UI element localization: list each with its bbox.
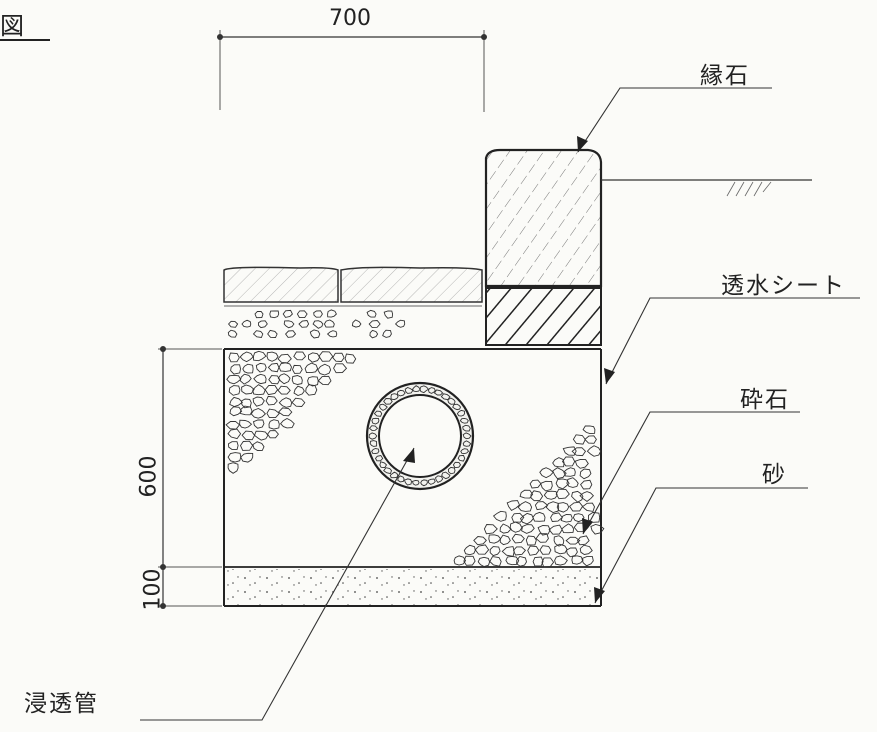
- label-curb: 縁石: [700, 63, 750, 89]
- ground-line: [601, 179, 812, 197]
- dimension-width: 700: [329, 6, 371, 31]
- label-infiltration-pipe: 浸透管: [24, 691, 99, 717]
- width-dimension-line: [217, 30, 487, 112]
- surface-pavers: [223, 266, 483, 307]
- curb-stone: [484, 148, 603, 288]
- crushed-stone-left: [225, 350, 357, 474]
- label-crushed-stone: 砕石: [740, 387, 790, 413]
- dimension-depth-gravel: 600: [136, 455, 162, 498]
- trench-outline: [223, 348, 602, 607]
- curb-base: [485, 287, 602, 346]
- paver-bedding-gravel: [227, 309, 406, 339]
- leader-arrowheads: [403, 136, 615, 603]
- infiltration-pipe: [365, 381, 475, 491]
- sand-layer: [225, 569, 600, 605]
- crushed-stone-right: [453, 425, 605, 568]
- label-permeable-sheet: 透水シート: [721, 273, 846, 299]
- leader-lines: [140, 87, 860, 721]
- title-fragment: 図: [0, 12, 24, 40]
- depth-dimension-line: [158, 346, 222, 609]
- label-sand: 砂: [762, 462, 787, 488]
- dimension-depth-sand: 100: [140, 568, 166, 611]
